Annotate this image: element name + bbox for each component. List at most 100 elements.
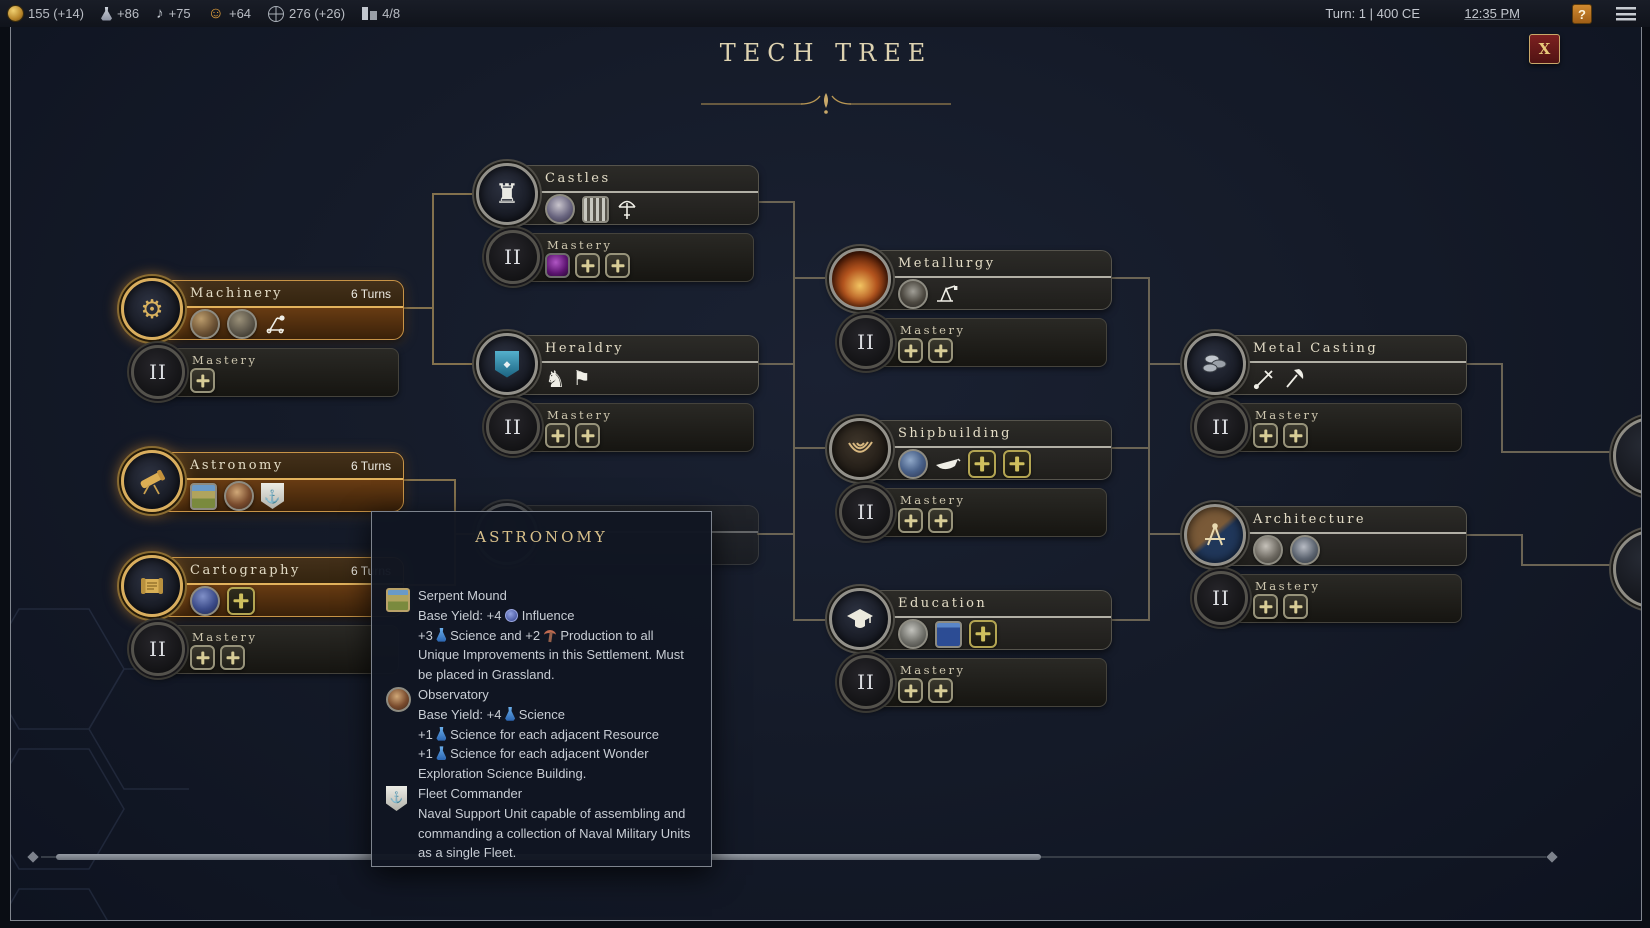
improvement-image	[898, 279, 928, 309]
science-readout: +86	[101, 6, 139, 21]
mastery-plus-slot[interactable]	[605, 253, 630, 278]
mastery-plus-slot[interactable]	[928, 508, 953, 533]
entry-name: Serpent Mound	[418, 588, 507, 603]
mastery-gem-slot[interactable]	[545, 253, 570, 278]
tech-node-offscreen[interactable]	[1613, 530, 1641, 608]
tech-node-education[interactable]: Education	[829, 588, 1112, 650]
knight-helm-icon: ♞	[545, 366, 566, 392]
entry-name: Fleet Commander	[418, 785, 523, 801]
serpent-mound-image	[190, 482, 217, 510]
mastery-plus-slot[interactable]	[575, 253, 600, 278]
mastery-plus-slot[interactable]	[898, 678, 923, 703]
close-button[interactable]: X	[1529, 34, 1560, 64]
mastery-plus-slot[interactable]	[898, 338, 923, 363]
settlements-icon	[362, 7, 378, 20]
entry-footer: Exploration Science Building.	[418, 766, 587, 782]
painting-image	[935, 620, 962, 648]
crossbow-icon	[618, 200, 636, 219]
tooltip-entry-observatory: Observatory Base Yield: +4 Science +1 Sc…	[386, 685, 697, 784]
tooltip-entry-serpent-mound: Serpent Mound Base Yield: +4 Influence +…	[386, 586, 697, 685]
mastery-plus-slot[interactable]	[190, 368, 215, 393]
improvement-image	[227, 309, 257, 339]
reward-plus-slot[interactable]	[227, 587, 255, 615]
tech-title: Education	[898, 596, 988, 611]
tech-node-heraldry[interactable]: ◆ Heraldry ♞ ⚑	[476, 333, 759, 395]
reward-plus-slot[interactable]	[968, 450, 996, 478]
mastery-node-shipbuilding[interactable]: Mastery II	[839, 485, 1107, 539]
mastery-tier: II	[1194, 400, 1248, 454]
mastery-node-metallurgy[interactable]: Mastery II	[839, 315, 1107, 369]
mastery-node-castles[interactable]: Mastery II	[486, 230, 754, 284]
production-icon	[543, 629, 557, 642]
catapult-icon	[266, 315, 285, 334]
mastery-plus-slot[interactable]	[928, 338, 953, 363]
machinery-gear-icon: ⚙	[121, 278, 183, 340]
mastery-plus-slot[interactable]	[1253, 594, 1278, 619]
tech-node-offscreen[interactable]	[1613, 417, 1641, 495]
reward-plus-slot[interactable]	[1003, 450, 1031, 478]
mastery-plus-slot[interactable]	[220, 645, 245, 670]
mastery-node-metal-casting[interactable]: Mastery II	[1194, 400, 1462, 454]
tech-node-architecture[interactable]: Architecture	[1184, 504, 1467, 566]
mastery-label: Mastery	[900, 493, 966, 507]
tech-node-astronomy[interactable]: Astronomy 6 Turns ⚓	[121, 450, 404, 512]
mastery-plus-slot[interactable]	[575, 423, 600, 448]
tech-node-castles[interactable]: ♜ Castles	[476, 163, 759, 225]
menu-icon[interactable]	[1616, 7, 1636, 21]
tech-title: Metallurgy	[898, 256, 996, 271]
mastery-tier: II	[486, 400, 540, 454]
mastery-tier: II	[131, 345, 185, 399]
gate-image	[582, 195, 609, 223]
connector	[1467, 534, 1523, 536]
mastery-plus-slot[interactable]	[928, 678, 953, 703]
tech-title: Shipbuilding	[898, 426, 1012, 441]
mastery-plus-slot[interactable]	[545, 423, 570, 448]
mastery-plus-slot[interactable]	[190, 645, 215, 670]
building-image	[1253, 535, 1283, 565]
mastery-plus-slot[interactable]	[1283, 594, 1308, 619]
improvement-image	[898, 449, 928, 479]
tech-node-shipbuilding[interactable]: Shipbuilding	[829, 418, 1112, 480]
fleet-commander-badge: ⚓	[261, 483, 284, 509]
connector	[404, 479, 454, 481]
tech-turns: 6 Turns	[350, 286, 391, 301]
mastery-tier: II	[839, 655, 893, 709]
tech-node-metal-casting[interactable]: Metal Casting	[1184, 333, 1467, 395]
reward-plus-slot[interactable]	[969, 620, 997, 648]
mastery-node-education[interactable]: Mastery II	[839, 655, 1107, 709]
connector	[757, 363, 795, 365]
mastery-plus-slot[interactable]	[898, 508, 923, 533]
scroll-right-arrow[interactable]	[1546, 851, 1558, 863]
mastery-plus-slot[interactable]	[1253, 423, 1278, 448]
entry-bonus: +3 Science and +2 Production to all Uniq…	[418, 627, 684, 683]
culture-note-icon: ♪	[156, 5, 164, 22]
influence-readout: 276 (+26)	[268, 5, 345, 22]
mastery-label: Mastery	[547, 238, 613, 252]
tech-tree-panel: TECH TREE X ⚙	[10, 26, 1642, 921]
serpent-mound-icon	[386, 588, 410, 612]
trebuchet-icon	[937, 285, 958, 302]
tech-node-metallurgy[interactable]: Metallurgy	[829, 248, 1112, 310]
help-button[interactable]: ?	[1572, 4, 1592, 24]
tech-title: Machinery	[190, 286, 283, 301]
tech-node-machinery[interactable]: ⚙ Machinery 6 Turns	[121, 278, 404, 340]
mastery-node-cartography[interactable]: Mastery II	[131, 622, 399, 676]
fleet-commander-icon: ⚓	[386, 785, 407, 811]
tech-title: Cartography	[190, 563, 301, 578]
turn-indicator: Turn: 1 | 400 CE	[1325, 6, 1420, 21]
connector	[1112, 277, 1150, 279]
mastery-label: Mastery	[1255, 579, 1321, 593]
mastery-tier: II	[1194, 571, 1248, 625]
castles-icon: ♜	[476, 163, 538, 225]
tech-title: Astronomy	[190, 458, 284, 473]
science-icon	[505, 706, 516, 721]
observatory-icon	[386, 686, 411, 712]
mastery-node-heraldry[interactable]: Mastery II	[486, 400, 754, 454]
mastery-plus-slot[interactable]	[1283, 423, 1308, 448]
tooltip-entry-fleet-commander: ⚓ Fleet Commander Naval Support Unit cap…	[386, 784, 697, 863]
mastery-node-machinery[interactable]: Mastery II	[131, 345, 399, 399]
mastery-node-architecture[interactable]: Mastery II	[1194, 571, 1462, 625]
tech-turns: 6 Turns	[350, 458, 391, 473]
entry-yield: Base Yield: +4 Influence	[418, 607, 575, 623]
